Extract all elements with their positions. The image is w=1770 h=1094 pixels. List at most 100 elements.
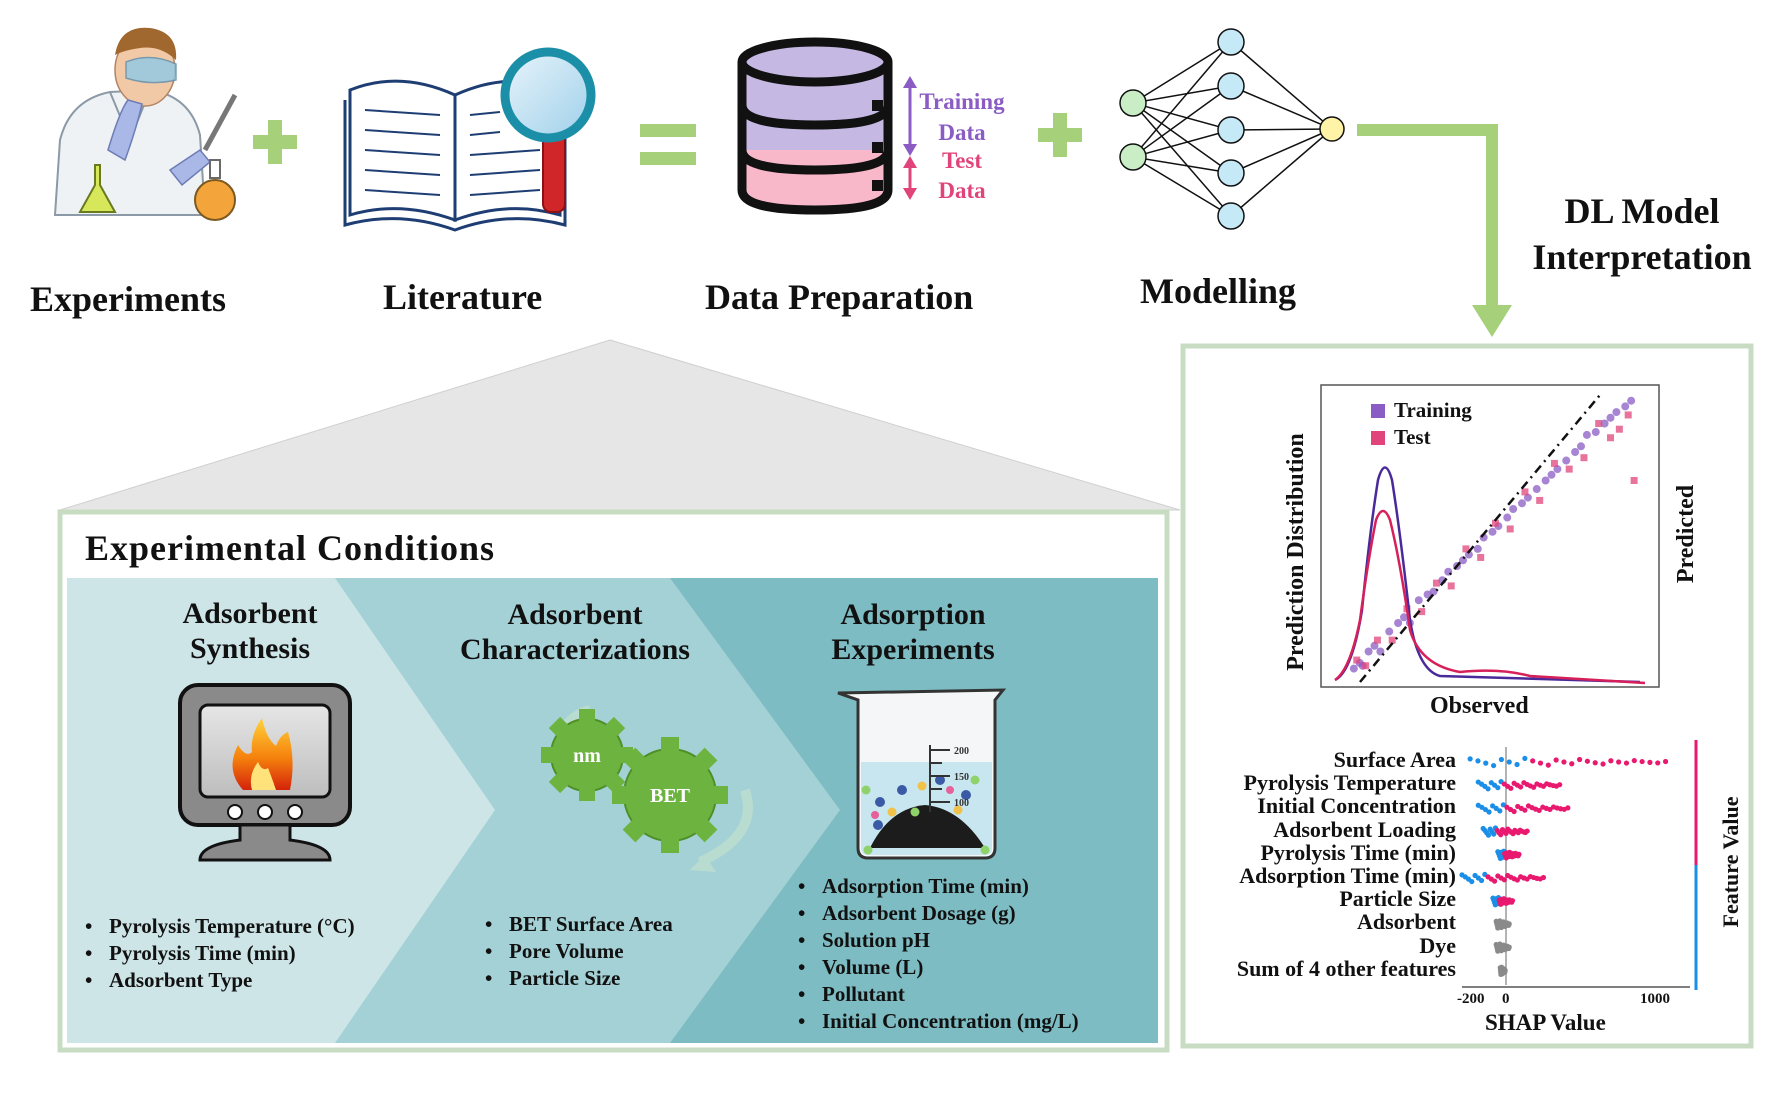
shap-feature-label: Dye <box>1419 932 1456 958</box>
training-point <box>1577 442 1585 451</box>
training-point <box>1571 448 1580 456</box>
training-point <box>1553 465 1562 474</box>
shap-feature-label: Pyrolysis Time (min) <box>1260 839 1456 865</box>
shap-point <box>1498 756 1505 763</box>
training-point <box>1394 619 1403 627</box>
test-point <box>1580 454 1588 462</box>
shap-tick-1000: 1000 <box>1640 991 1670 1007</box>
shap-point <box>1502 967 1508 973</box>
shap-point <box>1511 808 1517 815</box>
training-point <box>1523 493 1532 502</box>
shap-feature-label: Surface Area <box>1333 747 1456 772</box>
plus-icon <box>253 120 297 164</box>
adsorption-title-line-2: Experiments <box>831 633 995 666</box>
test-point <box>1388 636 1396 644</box>
training-point <box>1364 647 1373 656</box>
shap-point <box>1491 831 1497 837</box>
shap-point <box>1509 898 1516 904</box>
shap-point <box>1467 756 1473 762</box>
list-item: Volume (L) <box>798 954 1079 981</box>
adsorption-list: Adsorption Time (min) Adsorbent Dosage (… <box>798 873 1079 1035</box>
list-item: Pore Volume <box>485 938 673 965</box>
interpretation-arrow <box>1357 124 1512 337</box>
shap-point <box>1516 851 1522 857</box>
shap-point <box>1662 758 1669 765</box>
shap-feature-label: Particle Size <box>1339 886 1456 912</box>
test-point <box>1607 434 1614 442</box>
list-item: Particle Size <box>485 965 673 992</box>
legend-swatch-training <box>1371 404 1385 418</box>
shap-point <box>1486 809 1492 815</box>
shap-point <box>1540 874 1547 881</box>
characterization-list: BET Surface Area Pore Volume Particle Si… <box>485 911 673 992</box>
experiments-label: Experiments <box>30 279 226 319</box>
database-icon <box>737 37 893 215</box>
magnifier-icon <box>500 47 596 213</box>
shap-feature-label: Adsorption Time (min) <box>1239 863 1456 888</box>
training-point <box>1582 430 1591 439</box>
shap-point <box>1490 762 1497 769</box>
list-item: Adsorbent Type <box>85 967 355 994</box>
list-item: Adsorbent Dosage (g) <box>798 900 1079 927</box>
shap-points <box>1459 755 1669 977</box>
shap-point <box>1522 807 1528 813</box>
training-point <box>1503 513 1512 522</box>
test-point <box>1630 477 1638 484</box>
gear-label-nm: nm <box>573 745 601 767</box>
shap-point <box>1506 944 1512 950</box>
training-point <box>1612 408 1621 417</box>
training-point <box>1385 627 1394 636</box>
furnace-icon <box>178 683 352 862</box>
test-data-label-1: Test <box>942 148 982 173</box>
shap-point <box>1584 758 1590 764</box>
training-point <box>1606 413 1615 422</box>
synthesis-list: Pyrolysis Temperature (°C) Pyrolysis Tim… <box>85 913 355 994</box>
test-point <box>1536 496 1544 504</box>
shap-point <box>1655 760 1661 766</box>
test-point <box>1477 553 1485 561</box>
shap-point <box>1483 760 1489 766</box>
prediction-distribution-label: Prediction Distribution <box>1283 433 1309 671</box>
test-point <box>1615 425 1623 433</box>
training-point <box>1547 470 1556 479</box>
test-point <box>1462 545 1470 553</box>
conditions-title: Experimental Conditions <box>85 528 496 568</box>
training-point <box>1509 505 1518 513</box>
scientist-icon <box>53 27 238 221</box>
training-data-bracket <box>903 76 917 156</box>
shap-point <box>1497 808 1503 814</box>
interpretation-title-line-2: Interpretation <box>1532 237 1752 277</box>
adsorption-title: Adsorption Experiments <box>778 597 1048 667</box>
list-item: Pyrolysis Time (min) <box>85 940 355 967</box>
conditions-panel-mid <box>335 578 840 1043</box>
shap-point <box>1514 877 1520 883</box>
shap-point <box>1557 782 1563 788</box>
test-point <box>1565 465 1573 473</box>
beaker-tick-100: 100 <box>954 798 969 809</box>
training-data-label-2: Data <box>938 120 986 145</box>
shap-point <box>1623 760 1630 766</box>
training-point <box>1400 613 1408 622</box>
shap-point <box>1569 761 1575 767</box>
shap-x-label: SHAP Value <box>1485 1010 1606 1035</box>
shap-point <box>1576 756 1583 763</box>
legend-label-training: Training <box>1394 398 1472 422</box>
test-data-bracket <box>903 156 917 200</box>
training-data-label-1: Training <box>919 89 1005 114</box>
shap-point <box>1508 785 1514 791</box>
interpretation-title-line-1: DL Model <box>1564 191 1720 231</box>
shap-point <box>1485 786 1491 792</box>
shap-point <box>1537 760 1544 766</box>
test-point <box>1353 656 1361 664</box>
shap-feature-label: Initial Concentration <box>1257 793 1456 819</box>
literature-expansion-shape <box>59 339 1181 511</box>
test-point <box>1506 525 1514 533</box>
feature-value-label: Feature Value <box>1718 796 1743 928</box>
list-item: Pyrolysis Temperature (°C) <box>85 913 355 940</box>
shap-point <box>1518 784 1524 790</box>
beaker-icon <box>837 688 1007 860</box>
synthesis-title: Adsorbent Synthesis <box>120 596 380 666</box>
shap-point <box>1639 758 1645 765</box>
legend-swatch-test <box>1371 431 1385 445</box>
